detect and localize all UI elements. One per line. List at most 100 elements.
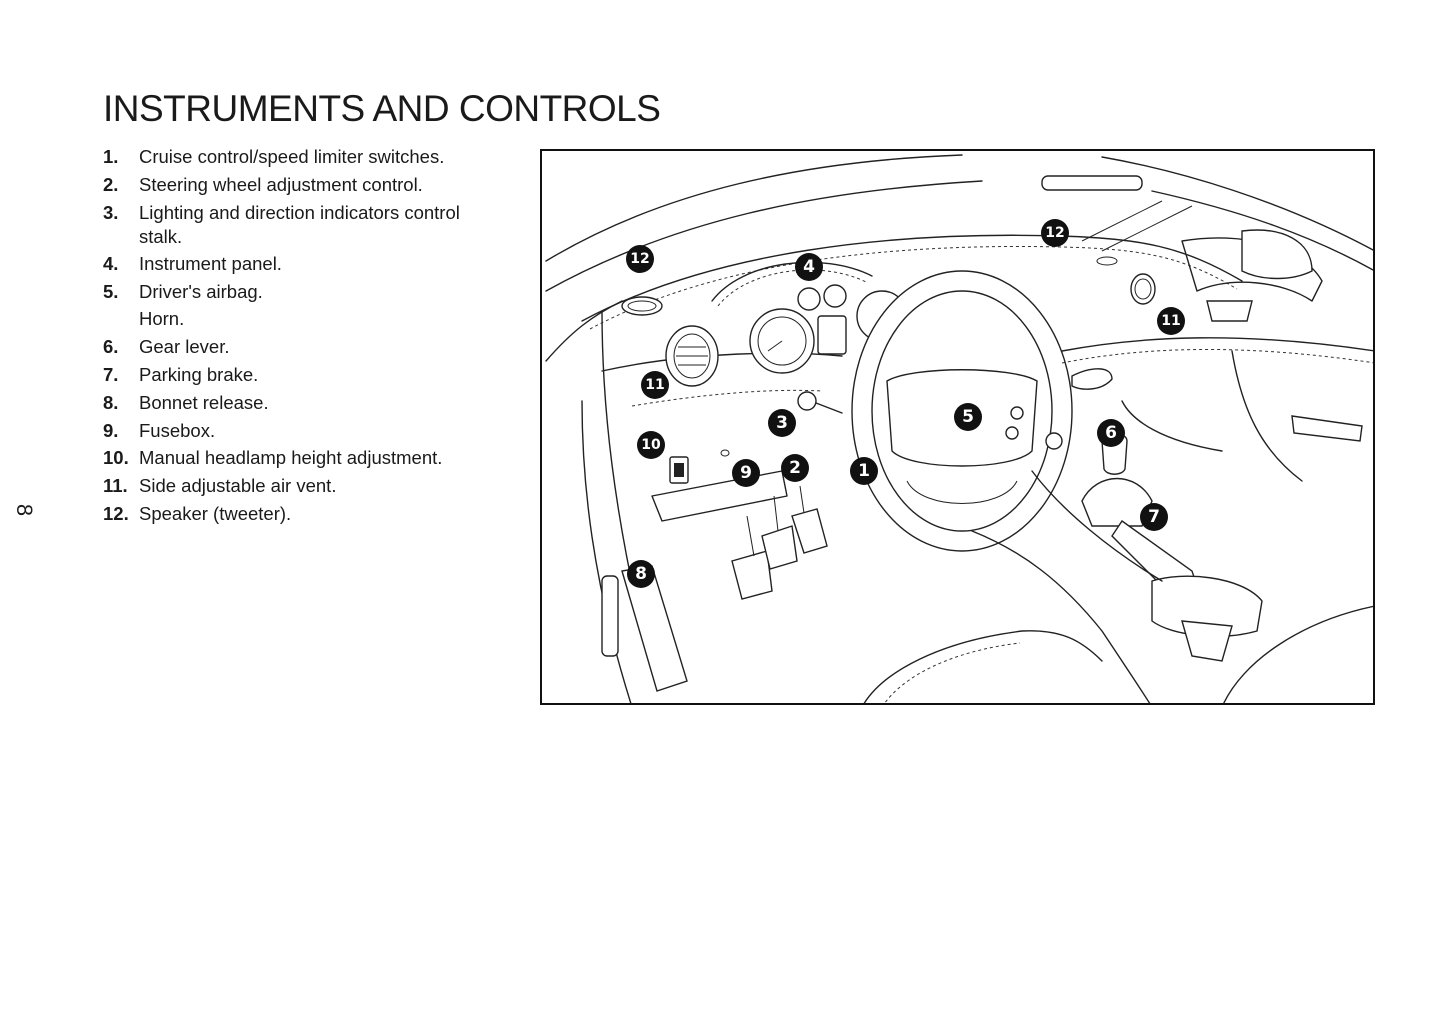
side-mirror: [1241, 229, 1313, 280]
pedal-arm: [773, 495, 779, 532]
legend-text: Manual headlamp height adjustment.: [139, 447, 443, 469]
callout-7-label: 7: [1148, 507, 1160, 527]
center-tunnel-upper: [1031, 470, 1163, 582]
page-number: 8: [12, 503, 38, 517]
legend-number: 10.: [103, 447, 129, 469]
left-tweeter-inner: [627, 300, 657, 312]
pedal-arm: [746, 515, 755, 557]
callout-9-circle: [732, 459, 760, 487]
binnacle-stitching: [717, 269, 869, 307]
callout-8: 8: [627, 560, 655, 588]
door-pocket: [1121, 400, 1223, 452]
door-top-line: [1151, 190, 1373, 271]
callout-3-label: 3: [776, 413, 788, 433]
legend-number: 12.: [103, 503, 129, 525]
light-stalk: [815, 402, 843, 414]
callout-2-label: 2: [789, 458, 801, 478]
callout-12-left-label: 12: [630, 251, 649, 267]
right-tweeter-grille: [1096, 256, 1118, 266]
callout-4-circle: [795, 253, 823, 281]
legend-number: 4.: [103, 253, 119, 275]
callout-3-circle: [768, 409, 796, 437]
windshield-reflection: [1081, 200, 1163, 242]
left-air-vent-ring: [673, 333, 711, 379]
callout-2: 2: [781, 454, 809, 482]
cruise-button: [1010, 406, 1024, 420]
windshield-reflection-2: [1101, 205, 1193, 252]
right-air-vent: [1130, 273, 1156, 305]
callout-4: 4: [795, 253, 823, 281]
callout-11-right: 11: [1157, 307, 1185, 335]
legend-item: 1. Cruise control/speed limiter switches.: [103, 145, 503, 169]
door-handle: [1206, 300, 1253, 322]
callout-7: 7: [1140, 503, 1168, 531]
legend-item: 9.Fusebox.: [103, 419, 503, 443]
callout-11-left-circle: [641, 371, 669, 399]
legend-item: 7. Parking brake.: [103, 363, 503, 387]
legend-text: Gear lever.: [139, 336, 230, 358]
legend-item: 10. Manual headlamp height adjustment.: [103, 446, 503, 470]
legend-text: Side adjustable air vent.: [139, 475, 337, 497]
driver-seat-stitching: [884, 642, 1021, 703]
legend-number: 6.: [103, 336, 119, 358]
door-panel-curve: [1231, 350, 1303, 482]
callout-11-right-label: 11: [1161, 313, 1180, 329]
pedal-arm: [799, 485, 805, 514]
legend-text: Horn.: [139, 308, 185, 330]
callout-2-circle: [781, 454, 809, 482]
left-tweeter-grille: [621, 296, 663, 316]
legend-item: Horn.: [103, 307, 503, 331]
callout-11-right-circle: [1157, 307, 1185, 335]
callout-9-label: 9: [740, 463, 752, 483]
seat-belt-buckle: [1181, 620, 1233, 662]
center-display: [817, 315, 847, 355]
dashboard-stitching: [589, 245, 1238, 330]
callout-9: 9: [732, 459, 760, 487]
legend-text: Lighting and direction indicators contro…: [139, 201, 460, 247]
callout-6-circle: [1097, 419, 1125, 447]
center-tunnel-left: [971, 530, 1151, 703]
binnacle-hood: [711, 261, 873, 302]
legend-item: 4. Instrument panel.: [103, 252, 503, 276]
right-air-vent-ring: [1134, 278, 1152, 300]
speedometer-dial: [757, 316, 807, 366]
speedometer-needle: [767, 340, 783, 352]
clutch-pedal: [731, 550, 773, 600]
callout-12-left: 12: [626, 245, 654, 273]
console-switch: [1045, 432, 1063, 450]
passenger-seat: [1223, 605, 1373, 703]
legend-item: 12.Speaker (tweeter).: [103, 502, 503, 526]
callout-12-right: 12: [1041, 219, 1069, 247]
rear-view-mirror: [1041, 175, 1143, 191]
roof-line-right: [1101, 156, 1373, 251]
callout-10: 10: [637, 431, 665, 459]
legend-number: 2.: [103, 173, 119, 195]
callout-3: 3: [768, 409, 796, 437]
callout-1-circle: [850, 457, 878, 485]
dashboard-line-drawing: 1 2 3 4 5 6 7 8: [545, 154, 1373, 703]
legend-item: 5.Driver's airbag.: [103, 280, 503, 304]
callout-10-circle: [637, 431, 665, 459]
light-stalk-knob: [797, 391, 817, 411]
headlamp-height-wheel: [674, 463, 684, 477]
steering-wheel-lower-spoke: [906, 480, 1018, 504]
callout-12-right-label: 12: [1045, 225, 1064, 241]
windshield-frame-left: [545, 154, 963, 262]
dashboard-top: [581, 234, 1243, 322]
legend-number: 1.: [103, 146, 119, 167]
brake-pedal: [761, 525, 798, 570]
windshield-frame-inner: [545, 180, 983, 292]
callout-8-label: 8: [635, 564, 647, 584]
legend-number: 5.: [103, 281, 119, 303]
legend-text: Instrument panel.: [139, 253, 282, 275]
door-mirror-mount: [1181, 237, 1323, 302]
dash-screw: [720, 449, 730, 457]
legend-number: 8.: [103, 391, 119, 413]
center-console-tray: [1151, 575, 1263, 637]
legend-number: 7.: [103, 364, 119, 386]
legend-text: Parking brake.: [139, 364, 259, 386]
callout-12-left-circle: [626, 245, 654, 273]
a-pillar-left: [545, 300, 623, 362]
callout-6-label: 6: [1105, 423, 1117, 443]
legend-text: Cruise control/speed limiter switches.: [139, 146, 445, 167]
